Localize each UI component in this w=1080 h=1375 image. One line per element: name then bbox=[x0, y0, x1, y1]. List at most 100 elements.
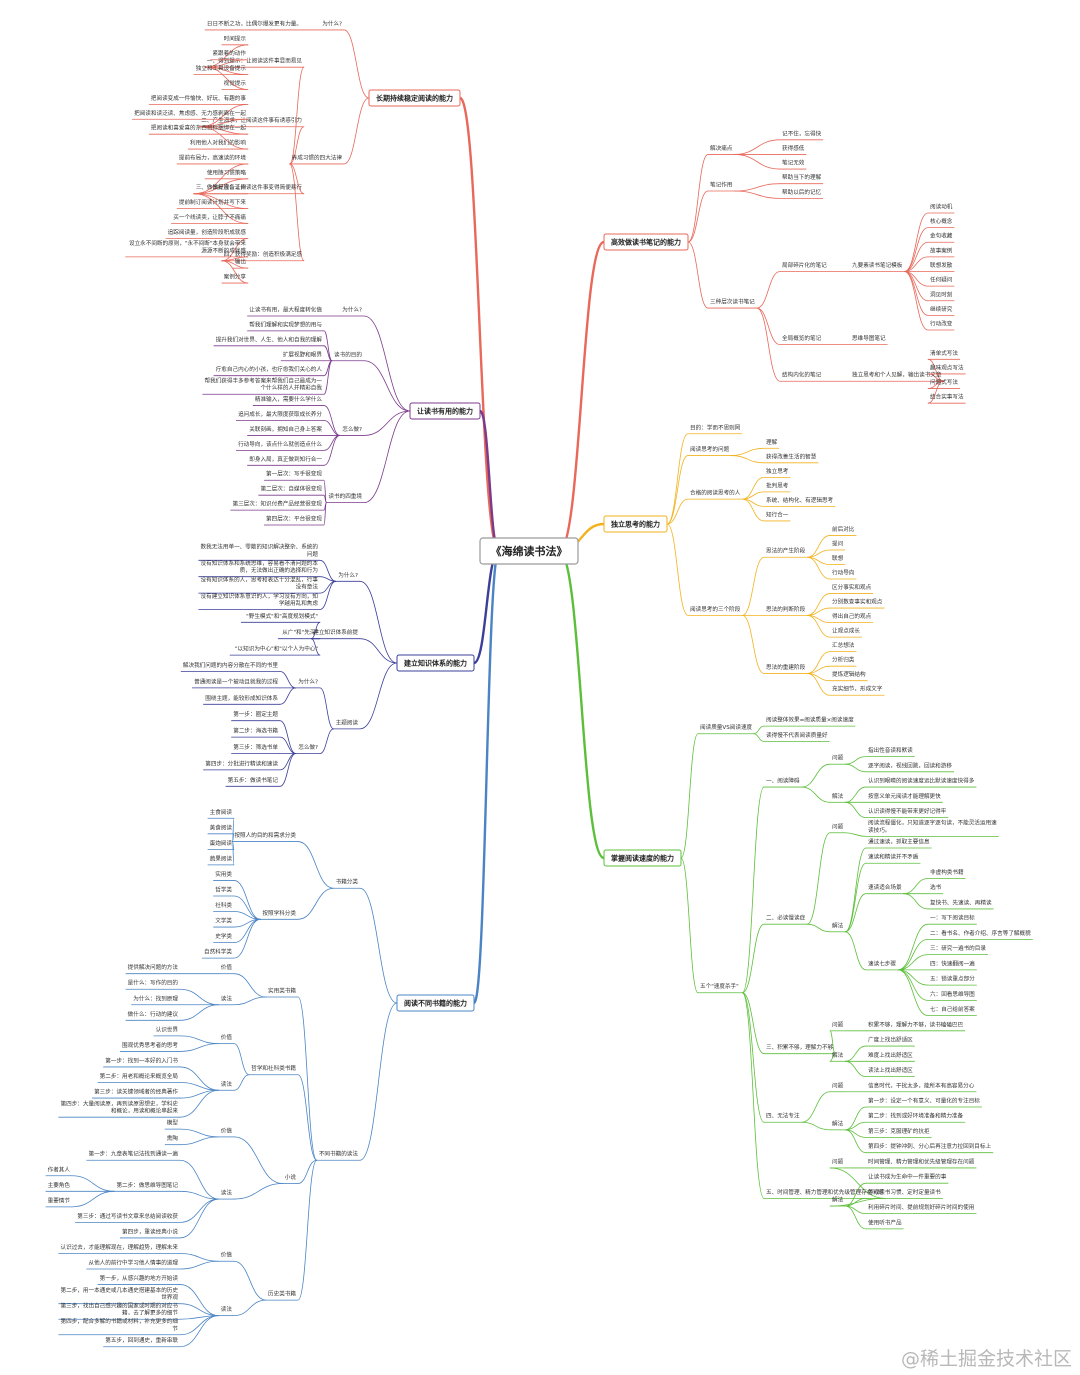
mind-map-node[interactable]: 提升我们对世界、人生、他人和自我的理解 bbox=[213, 335, 324, 347]
mind-map-node[interactable]: 实用类书籍 bbox=[266, 987, 298, 998]
mind-map-node[interactable]: 读法 bbox=[218, 994, 234, 1006]
mind-map-node[interactable]: 故事案例 bbox=[928, 246, 955, 258]
mind-map-node[interactable]: 哲学和社科类书籍 bbox=[249, 1064, 298, 1076]
mind-map-node[interactable]: 养成读书习惯、定时定量读书 bbox=[866, 1188, 943, 1199]
mind-map-node[interactable]: 解法 bbox=[830, 1196, 846, 1207]
mind-map-node[interactable]: 第二步：做思维导图笔记 bbox=[114, 1181, 180, 1192]
mind-map-node[interactable]: 第三步，找出自己感兴趣的国家或时期的对应书籍，去了解更多的细节 bbox=[58, 1302, 180, 1320]
mind-map-node[interactable]: 九要素读书笔记模板 bbox=[850, 261, 905, 272]
mind-map-node[interactable]: 使用随习惯策略 bbox=[204, 168, 248, 180]
mind-map-node[interactable]: 为什么? bbox=[335, 571, 360, 582]
mind-map-node[interactable]: 速读和精读并不矛盾 bbox=[866, 853, 921, 864]
mind-map-node[interactable]: 一、得到提示：让阅读这件事显而易见 bbox=[204, 57, 304, 68]
branch-node[interactable]: 建立知识体系的能力 bbox=[396, 654, 475, 672]
branch-node[interactable]: 独立思考的能力 bbox=[603, 515, 668, 533]
mind-map-node[interactable]: 七：自己给前答案 bbox=[928, 1005, 977, 1016]
branch-node[interactable]: 让读书有用的能力 bbox=[409, 402, 481, 420]
mind-map-node[interactable]: 行动导向 bbox=[830, 569, 857, 580]
mind-map-node[interactable]: 阅读思考的三个阶段 bbox=[688, 605, 743, 616]
mind-map-node[interactable]: 继续研究 bbox=[928, 305, 955, 316]
mind-map-node[interactable]: 主食阅读 bbox=[207, 808, 234, 819]
mind-map-node[interactable]: 按照人的目的和需求分类 bbox=[232, 831, 298, 842]
mind-map-node[interactable]: 输出 bbox=[232, 258, 248, 269]
mind-map-node[interactable]: 获得感低 bbox=[780, 144, 807, 155]
mind-map-node[interactable]: 思维导图笔记 bbox=[850, 334, 888, 346]
mind-map-node[interactable]: 小说 bbox=[282, 1173, 298, 1184]
mind-map-node[interactable]: 时间提示 bbox=[221, 34, 248, 46]
mind-map-node[interactable]: 第三步：通过写读书文章来总结阅读收获 bbox=[75, 1212, 180, 1223]
mind-map-node[interactable]: 读书的目的 bbox=[332, 350, 364, 362]
mind-map-node[interactable]: 第三步：克服理矿的抗拒 bbox=[866, 1127, 932, 1138]
mind-map-node[interactable]: 解决我们问题的内容分散在不同的书里 bbox=[180, 661, 280, 672]
mind-map-node[interactable]: 提炼逻辑结构 bbox=[830, 670, 868, 682]
mind-map-node[interactable]: 价值 bbox=[218, 1251, 234, 1262]
mind-map-node[interactable]: 围绕主题，能较形成知识体系 bbox=[203, 694, 280, 705]
mind-map-node[interactable]: 读法 bbox=[218, 1305, 234, 1317]
mind-map-node[interactable]: 清单式写法 bbox=[928, 349, 960, 360]
mind-map-node[interactable]: 按意义单元阅读才能理解更快 bbox=[866, 792, 943, 803]
mind-map-node[interactable]: 趣味观点写法 bbox=[928, 363, 966, 375]
mind-map-node[interactable]: 提供解决问题的方法 bbox=[125, 963, 180, 975]
mind-map-node[interactable]: 第一步：圈定主题 bbox=[231, 710, 280, 722]
mind-map-node[interactable]: 设立永不间断的原则，"永不间断"本身就会带来源源不断的成就感 bbox=[125, 239, 248, 258]
mind-map-node[interactable]: 做什么：行动的建议 bbox=[125, 1010, 180, 1021]
mind-map-node[interactable]: 买一个线读卖，让脖子不痛痛 bbox=[171, 213, 248, 224]
mind-map-node[interactable]: 案例分享 bbox=[221, 273, 248, 284]
mind-map-node[interactable]: 二、必读慢读症 bbox=[764, 914, 808, 925]
mind-map-node[interactable]: 二、产生渴求，让阅读这件事有诱惑引力 bbox=[199, 116, 304, 128]
mind-map-node[interactable]: 批判思考 bbox=[764, 481, 791, 493]
mind-map-node[interactable]: 问题 bbox=[830, 822, 846, 834]
mind-map-node[interactable]: 不同书籍的读法 bbox=[316, 1150, 360, 1161]
mind-map-node[interactable]: 追踪阅读量，创造阶段积成就感 bbox=[165, 228, 248, 239]
mind-map-node[interactable]: 信息时代，干扰太多，能所本有高容易分心 bbox=[866, 1081, 977, 1093]
mind-map-node[interactable]: 提问 bbox=[830, 539, 846, 551]
mind-map-node[interactable]: 扩展视野和眼界 bbox=[280, 350, 324, 362]
mind-map-node[interactable]: 三、做出反应：让阅读这件事变得简便易行 bbox=[193, 183, 304, 195]
mind-map-node[interactable]: 追问成长，最大限度获取成长养分 bbox=[236, 410, 324, 421]
mind-map-node[interactable]: 广度上找出舒适区 bbox=[866, 1036, 915, 1047]
mind-map-node[interactable]: 数我无法用单一、零散的知识解决整杂、系统的问题 bbox=[198, 543, 320, 561]
mind-map-node[interactable]: 蛋炮阅读 bbox=[207, 839, 234, 850]
mind-map-node[interactable]: 哲学类 bbox=[213, 885, 234, 897]
mind-map-node[interactable]: 问题 bbox=[830, 1157, 846, 1169]
mind-map-node[interactable]: 解法 bbox=[830, 921, 846, 933]
mind-map-node[interactable]: 实用类 bbox=[213, 870, 234, 881]
mind-map-node[interactable]: 按照学科分类 bbox=[260, 909, 298, 920]
mind-map-node[interactable]: 难度上找出舒适区 bbox=[866, 1051, 915, 1062]
mind-map-node[interactable]: 阅读动机 bbox=[928, 202, 955, 214]
mind-map-node[interactable]: 速读适合场景 bbox=[866, 883, 904, 895]
mind-map-node[interactable]: 把阅读和喜爱喜的东西目标捆绑在一起 bbox=[148, 124, 248, 135]
mind-map-node[interactable]: 独立和工具设备提示 bbox=[193, 64, 248, 76]
mind-map-node[interactable]: 第四步：分批进行精读和速读 bbox=[203, 759, 280, 771]
mind-map-node[interactable]: 让观点成长 bbox=[830, 627, 862, 638]
mind-map-node[interactable]: 前后对比 bbox=[830, 525, 857, 536]
mind-map-node[interactable]: 第一步：找到一本好的入门书 bbox=[103, 1056, 180, 1068]
mind-map-node[interactable]: 阅读思考的问题 bbox=[688, 445, 732, 456]
mind-map-node[interactable]: 把阅读和读泛读、焦虑感、无力感剥离在一起 bbox=[132, 109, 248, 120]
mind-map-node[interactable]: 解法 bbox=[830, 1119, 846, 1131]
mind-map-node[interactable]: 视觉提示 bbox=[221, 79, 248, 90]
mind-map-node[interactable]: 疗愈自己内心的小孩，也疗愈我们关心的人 bbox=[213, 365, 324, 377]
mind-map-node[interactable]: 第二步，用一本通史或几本通史搭建基本的历史世界观 bbox=[58, 1286, 180, 1305]
mind-map-node[interactable]: 自然科学类 bbox=[202, 948, 234, 959]
mind-map-node[interactable]: 第四步：提钟冲刺、分心后再注意力拉回到目标上 bbox=[866, 1142, 994, 1154]
mind-map-node[interactable]: 利用他人对我们的影响 bbox=[188, 139, 248, 150]
mind-map-node[interactable]: 六：回看思维导图 bbox=[928, 990, 977, 1001]
mind-map-node[interactable]: 为什么? bbox=[339, 305, 364, 317]
mind-map-node[interactable]: 围观优秀思考者的思考 bbox=[120, 1041, 180, 1052]
mind-map-node[interactable]: 第一步：设定一个有意义、可量化的专注目标 bbox=[866, 1097, 982, 1108]
mind-map-node[interactable]: 结合实事写法 bbox=[928, 393, 966, 404]
mind-map-node[interactable]: 行动改变 bbox=[928, 320, 955, 331]
mind-map-node[interactable]: 逐字阅读，视线回跳，回读和游移 bbox=[866, 761, 954, 773]
mind-map-node[interactable]: 紧跟着的动作 bbox=[210, 49, 248, 61]
mind-map-node[interactable]: 帮我们获得丰多参考答案来帮我们自己最成为一个什么样的人并精彩自我 bbox=[202, 377, 324, 395]
mind-map-node[interactable]: 认识过去，才能理解现在，理解趋势，理解未来 bbox=[58, 1243, 180, 1254]
mind-map-node[interactable]: 帮助当下的理解 bbox=[780, 173, 824, 185]
mind-map-node[interactable]: 关联刻画，拥知自己身上答案 bbox=[247, 425, 324, 436]
mind-map-node[interactable]: 联想发散 bbox=[928, 261, 955, 272]
mind-map-node[interactable]: 把阅读变成一件愉快、好玩、有趣的事 bbox=[148, 94, 248, 105]
mind-map-node[interactable]: 怎么做? bbox=[339, 425, 364, 436]
mind-map-node[interactable]: 认识到眼睛的阅读速度远比默读速度快得多 bbox=[866, 777, 977, 788]
branch-node[interactable]: 长期持续稳定阅读的能力 bbox=[368, 89, 461, 107]
mind-map-node[interactable]: 通过速读，抓取主要信息 bbox=[866, 838, 932, 849]
